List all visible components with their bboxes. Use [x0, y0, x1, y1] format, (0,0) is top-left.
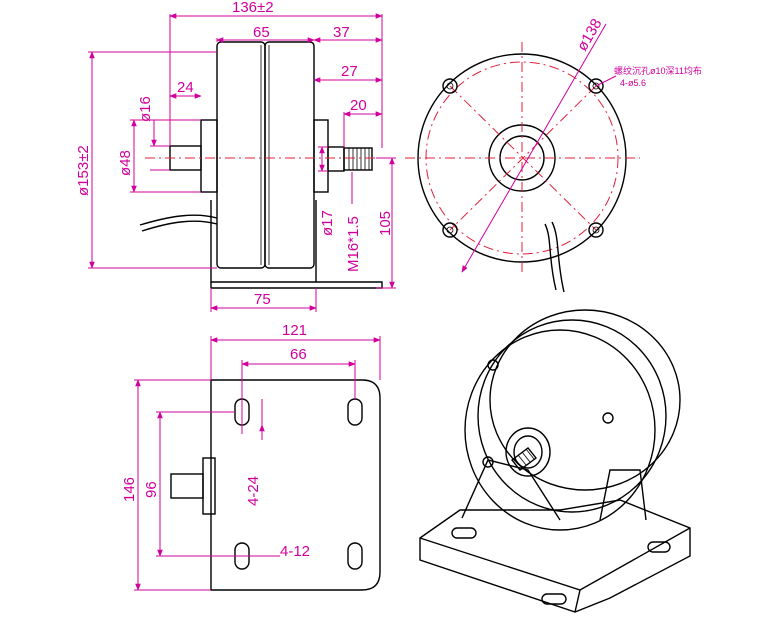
base-shaft [170, 473, 204, 499]
end-cable [544, 221, 565, 293]
dim-hub-dia: ø48 [117, 150, 134, 176]
dim-overall-dia: ø153±2 [75, 145, 92, 196]
iso-housing-front [464, 329, 656, 531]
iso-shaft [511, 447, 537, 471]
base-hub [202, 457, 216, 515]
dim-left-shaft-dia: ø16 [137, 96, 154, 122]
mount-hole [442, 78, 604, 238]
front-view: 136±2 65 37 27 20 24 ø16 ø48 ø153±2 ø17 … [75, 0, 396, 312]
dim-slot-spacing: 66 [290, 346, 307, 363]
dim-height: 146 [121, 477, 138, 502]
stator-right-half [264, 41, 315, 269]
right-hub [313, 119, 329, 193]
dim-thread-spec: M16*1.5 [345, 216, 362, 272]
thread [343, 147, 373, 171]
dim-outer-dia: ø138 [574, 16, 606, 54]
iso-housing-back [489, 309, 681, 491]
cable [139, 214, 218, 226]
dim-slot-pitch: 96 [143, 481, 160, 498]
dim-slot-len: 4-24 [245, 476, 262, 506]
dim-base-width: 121 [282, 322, 307, 339]
dim-base-length: 75 [254, 291, 271, 308]
hole-note: 螺纹沉孔ø10深11均布 [614, 65, 702, 76]
end-view: ø138 螺纹沉孔ø10深11均布 4-ø5.6 [405, 16, 702, 293]
dim-overall-length: 136±2 [232, 0, 274, 16]
iso-slot [451, 527, 477, 539]
iso-screw [487, 359, 499, 371]
dim-center-height: 105 [377, 211, 394, 236]
left-hub [200, 119, 218, 193]
dim-body-width: 65 [253, 24, 270, 41]
dim-shaft-side: 37 [333, 24, 350, 41]
hole-count: 4-ø5.6 [620, 78, 646, 88]
bracket [210, 200, 383, 289]
isometric-view [419, 309, 691, 613]
dim-shaft-dia: ø17 [319, 210, 336, 236]
dim-thread-length: 20 [350, 97, 367, 114]
dim-left-shaft: 24 [177, 79, 194, 96]
dim-27: 27 [341, 63, 358, 80]
dim-slot-width: 4-12 [280, 543, 310, 560]
iso-base [419, 499, 691, 613]
base-view: 121 66 146 96 4-24 4-12 [121, 322, 381, 591]
iso-hub [505, 427, 551, 477]
right-shaft [327, 146, 345, 172]
base-plate [210, 379, 381, 591]
stator-left-half [216, 41, 266, 269]
